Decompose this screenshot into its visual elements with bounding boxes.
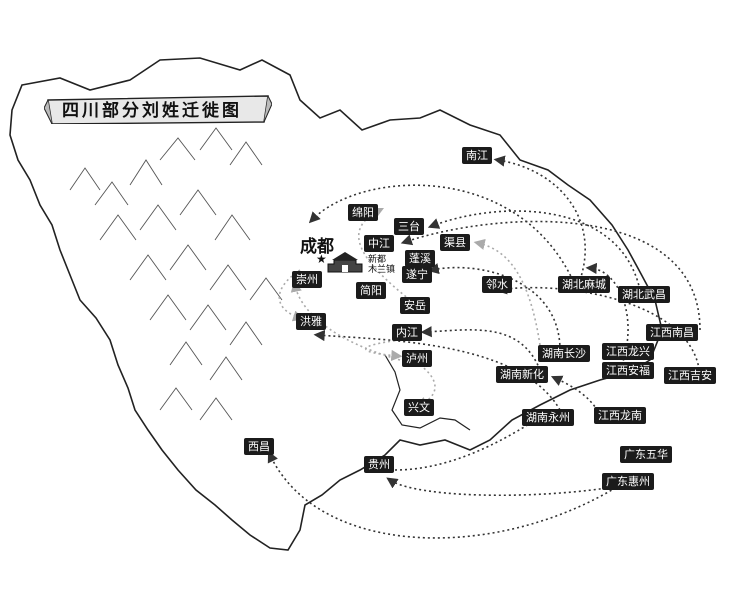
- route-yongzhou-hongya: [313, 329, 561, 411]
- city-pengxi: 蓬溪: [405, 250, 435, 267]
- city-gate-icon: [327, 252, 363, 273]
- city-jiangxi-anfu: 江西安福: [602, 362, 654, 379]
- xindu-label: 新都 木兰镇: [368, 255, 395, 275]
- city-linshui: 邻水: [482, 276, 512, 293]
- city-hunan-yongzhou: 湖南永州: [522, 409, 574, 426]
- route-wuchang-santai: [427, 210, 641, 291]
- city-hubei-macheng: 湖北麻城: [558, 276, 610, 293]
- city-chongzhou: 崇州: [292, 271, 322, 288]
- route-light-neijiang-luzhou: [365, 339, 403, 362]
- route-huizhou-xichang: [267, 450, 621, 539]
- city-mianyang: 绵阳: [348, 204, 378, 221]
- city-suining: 遂宁: [402, 266, 432, 283]
- xindu-name: 新都: [368, 255, 387, 265]
- city-guizhou: 贵州: [364, 456, 394, 473]
- title-banner: [44, 95, 272, 124]
- city-neijiang: 内江: [392, 324, 422, 341]
- city-zhongjiang: 中江: [364, 235, 394, 252]
- city-hunan-xinhua: 湖南新化: [496, 366, 548, 383]
- xindu-town: 木兰镇: [368, 265, 396, 275]
- route-macheng-chongzhou: [308, 184, 576, 286]
- city-guangdong-wuhua: 广东五华: [620, 446, 672, 463]
- city-jiangxi-nanchang: 江西南昌: [646, 324, 698, 341]
- city-quxian: 渠县: [440, 234, 470, 251]
- province-outline: [9, 57, 663, 551]
- city-jianyang: 简阳: [356, 282, 386, 299]
- mountain-range: [69, 127, 283, 421]
- river: [384, 354, 471, 431]
- route-xinhua-neijiang: [420, 326, 541, 371]
- route-nanchang-zhongjiang: [400, 220, 701, 331]
- route-light-luzhou-xingwen: [415, 364, 436, 408]
- capital-star-icon: ★: [316, 252, 327, 266]
- city-hunan-changsha: 湖南长沙: [538, 345, 590, 362]
- city-xichang: 西昌: [244, 438, 274, 455]
- city-guangdong-huizhou: 广东惠州: [602, 473, 654, 490]
- capital-label-chengdu: 成都: [300, 237, 334, 257]
- city-hongya: 洪雅: [296, 313, 326, 330]
- city-anyue: 安岳: [400, 297, 430, 314]
- city-jiangxi-longxing: 江西龙兴: [602, 343, 654, 360]
- city-jiangxi-jian: 江西吉安: [664, 367, 716, 384]
- route-jian-linshui: [495, 283, 701, 381]
- map-title: 四川部分刘姓迁徙图: [62, 101, 242, 121]
- city-hubei-wuchang: 湖北武昌: [618, 286, 670, 303]
- city-xingwen: 兴文: [404, 399, 434, 416]
- route-light-chengdu-hongya: [278, 269, 305, 322]
- city-jiangxi-longnan: 江西龙南: [594, 407, 646, 424]
- city-nanjiang: 南江: [462, 147, 492, 164]
- route-light-changsha-quxian: [473, 238, 541, 346]
- route-macheng-nanjiang: [493, 155, 586, 281]
- city-luzhou: 泸州: [402, 350, 432, 367]
- city-santai: 三台: [394, 218, 424, 235]
